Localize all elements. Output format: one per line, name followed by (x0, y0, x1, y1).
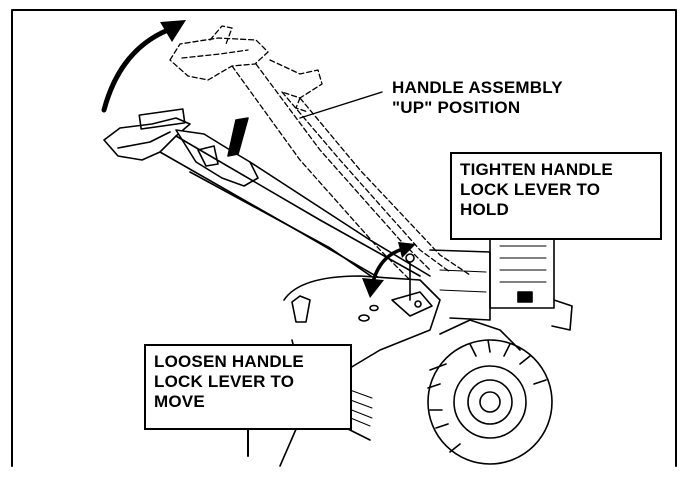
handle-lowered (103, 108, 431, 297)
handle-up-dashed (169, 25, 471, 281)
engine (429, 235, 573, 331)
callout-tighten-line-1: TIGHTEN HANDLE (460, 160, 613, 179)
callout-handle-up-line-2: "UP" POSITION (392, 98, 521, 117)
callout-handle-up-line-1: HANDLE ASSEMBLY (392, 78, 563, 97)
callout-loosen-line-2: LOCK LEVER TO (154, 372, 295, 391)
callout-tighten: TIGHTEN HANDLE LOCK LEVER TO HOLD (450, 152, 662, 240)
callout-tighten-line-2: LOCK LEVER TO (460, 180, 601, 199)
callout-handle-up: HANDLE ASSEMBLY "UP" POSITION (392, 78, 563, 118)
rotation-arrow-icon (362, 242, 416, 298)
callout-loosen: LOOSEN HANDLE LOCK LEVER TO MOVE (144, 344, 352, 430)
handle-lock-lever (391, 253, 433, 317)
callout-tighten-line-3: HOLD (460, 200, 509, 219)
figure-frame (11, 9, 677, 467)
callout-loosen-line-1: LOOSEN HANDLE (154, 352, 304, 371)
callout-loosen-line-3: MOVE (154, 392, 205, 411)
leader-handle-up (299, 91, 383, 119)
wheel (427, 319, 553, 465)
curved-arrow-up-icon (101, 20, 186, 113)
